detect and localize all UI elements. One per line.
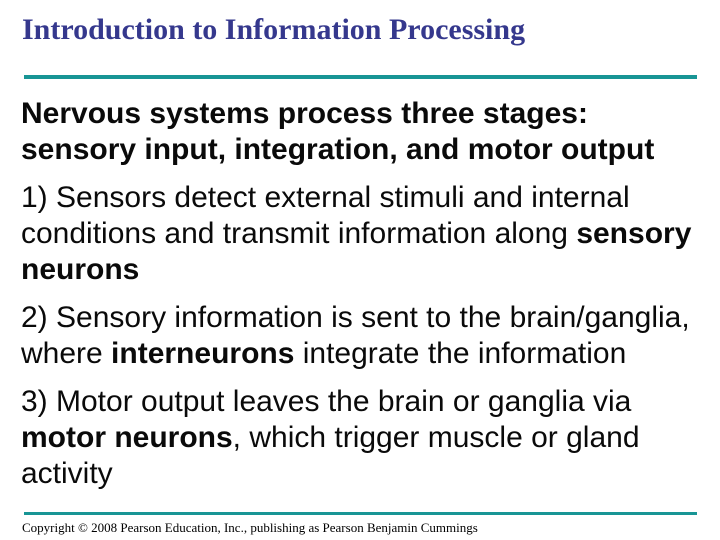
text-line: neurons xyxy=(21,252,716,288)
text-line: 3) Motor output leaves the brain or gang… xyxy=(21,384,716,420)
text-line: activity xyxy=(21,456,716,492)
text-segment: 2) Sensory information is sent to the br… xyxy=(21,301,690,334)
text-segment: activity xyxy=(21,457,113,490)
text-segment: 1) Sensors detect external stimuli and i… xyxy=(21,181,630,214)
emphasized-term: sensory xyxy=(576,217,692,250)
emphasized-term: motor neurons xyxy=(21,421,233,454)
copyright-text: Copyright © 2008 Pearson Education, Inc.… xyxy=(22,520,478,535)
text-line: motor neurons, which trigger muscle or g… xyxy=(21,420,716,456)
text-segment: where xyxy=(21,337,112,370)
slide-title: Introduction to Information Processing xyxy=(22,13,526,46)
title-divider-line xyxy=(24,75,697,79)
text-segment: integrate the information xyxy=(294,337,627,370)
text-line: 2) Sensory information is sent to the br… xyxy=(21,300,716,336)
body-paragraph: 1) Sensors detect external stimuli and i… xyxy=(21,180,716,288)
text-segment: 3) Motor output leaves the brain or gang… xyxy=(21,385,632,418)
body-paragraph: 2) Sensory information is sent to the br… xyxy=(21,300,716,372)
text-line: 1) Sensors detect external stimuli and i… xyxy=(21,180,716,216)
emphasized-term: sensory input, integration, and motor ou… xyxy=(21,133,655,166)
text-line: Nervous systems process three stages: xyxy=(21,96,716,132)
emphasized-term: neurons xyxy=(21,253,140,286)
text-line: where interneurons integrate the informa… xyxy=(21,336,716,372)
text-line: conditions and transmit information alon… xyxy=(21,216,716,252)
text-line: sensory input, integration, and motor ou… xyxy=(21,132,716,168)
emphasized-term: Nervous systems process three stages: xyxy=(21,97,588,130)
emphasized-term: interneurons xyxy=(111,337,295,370)
body-paragraph: 3) Motor output leaves the brain or gang… xyxy=(21,384,716,492)
text-segment: conditions and transmit information alon… xyxy=(21,217,577,250)
body-paragraph: Nervous systems process three stages:sen… xyxy=(21,96,716,168)
slide-body: Nervous systems process three stages:sen… xyxy=(21,96,716,504)
footer-divider-line xyxy=(24,512,697,515)
text-segment: , which trigger muscle or gland xyxy=(232,421,640,454)
